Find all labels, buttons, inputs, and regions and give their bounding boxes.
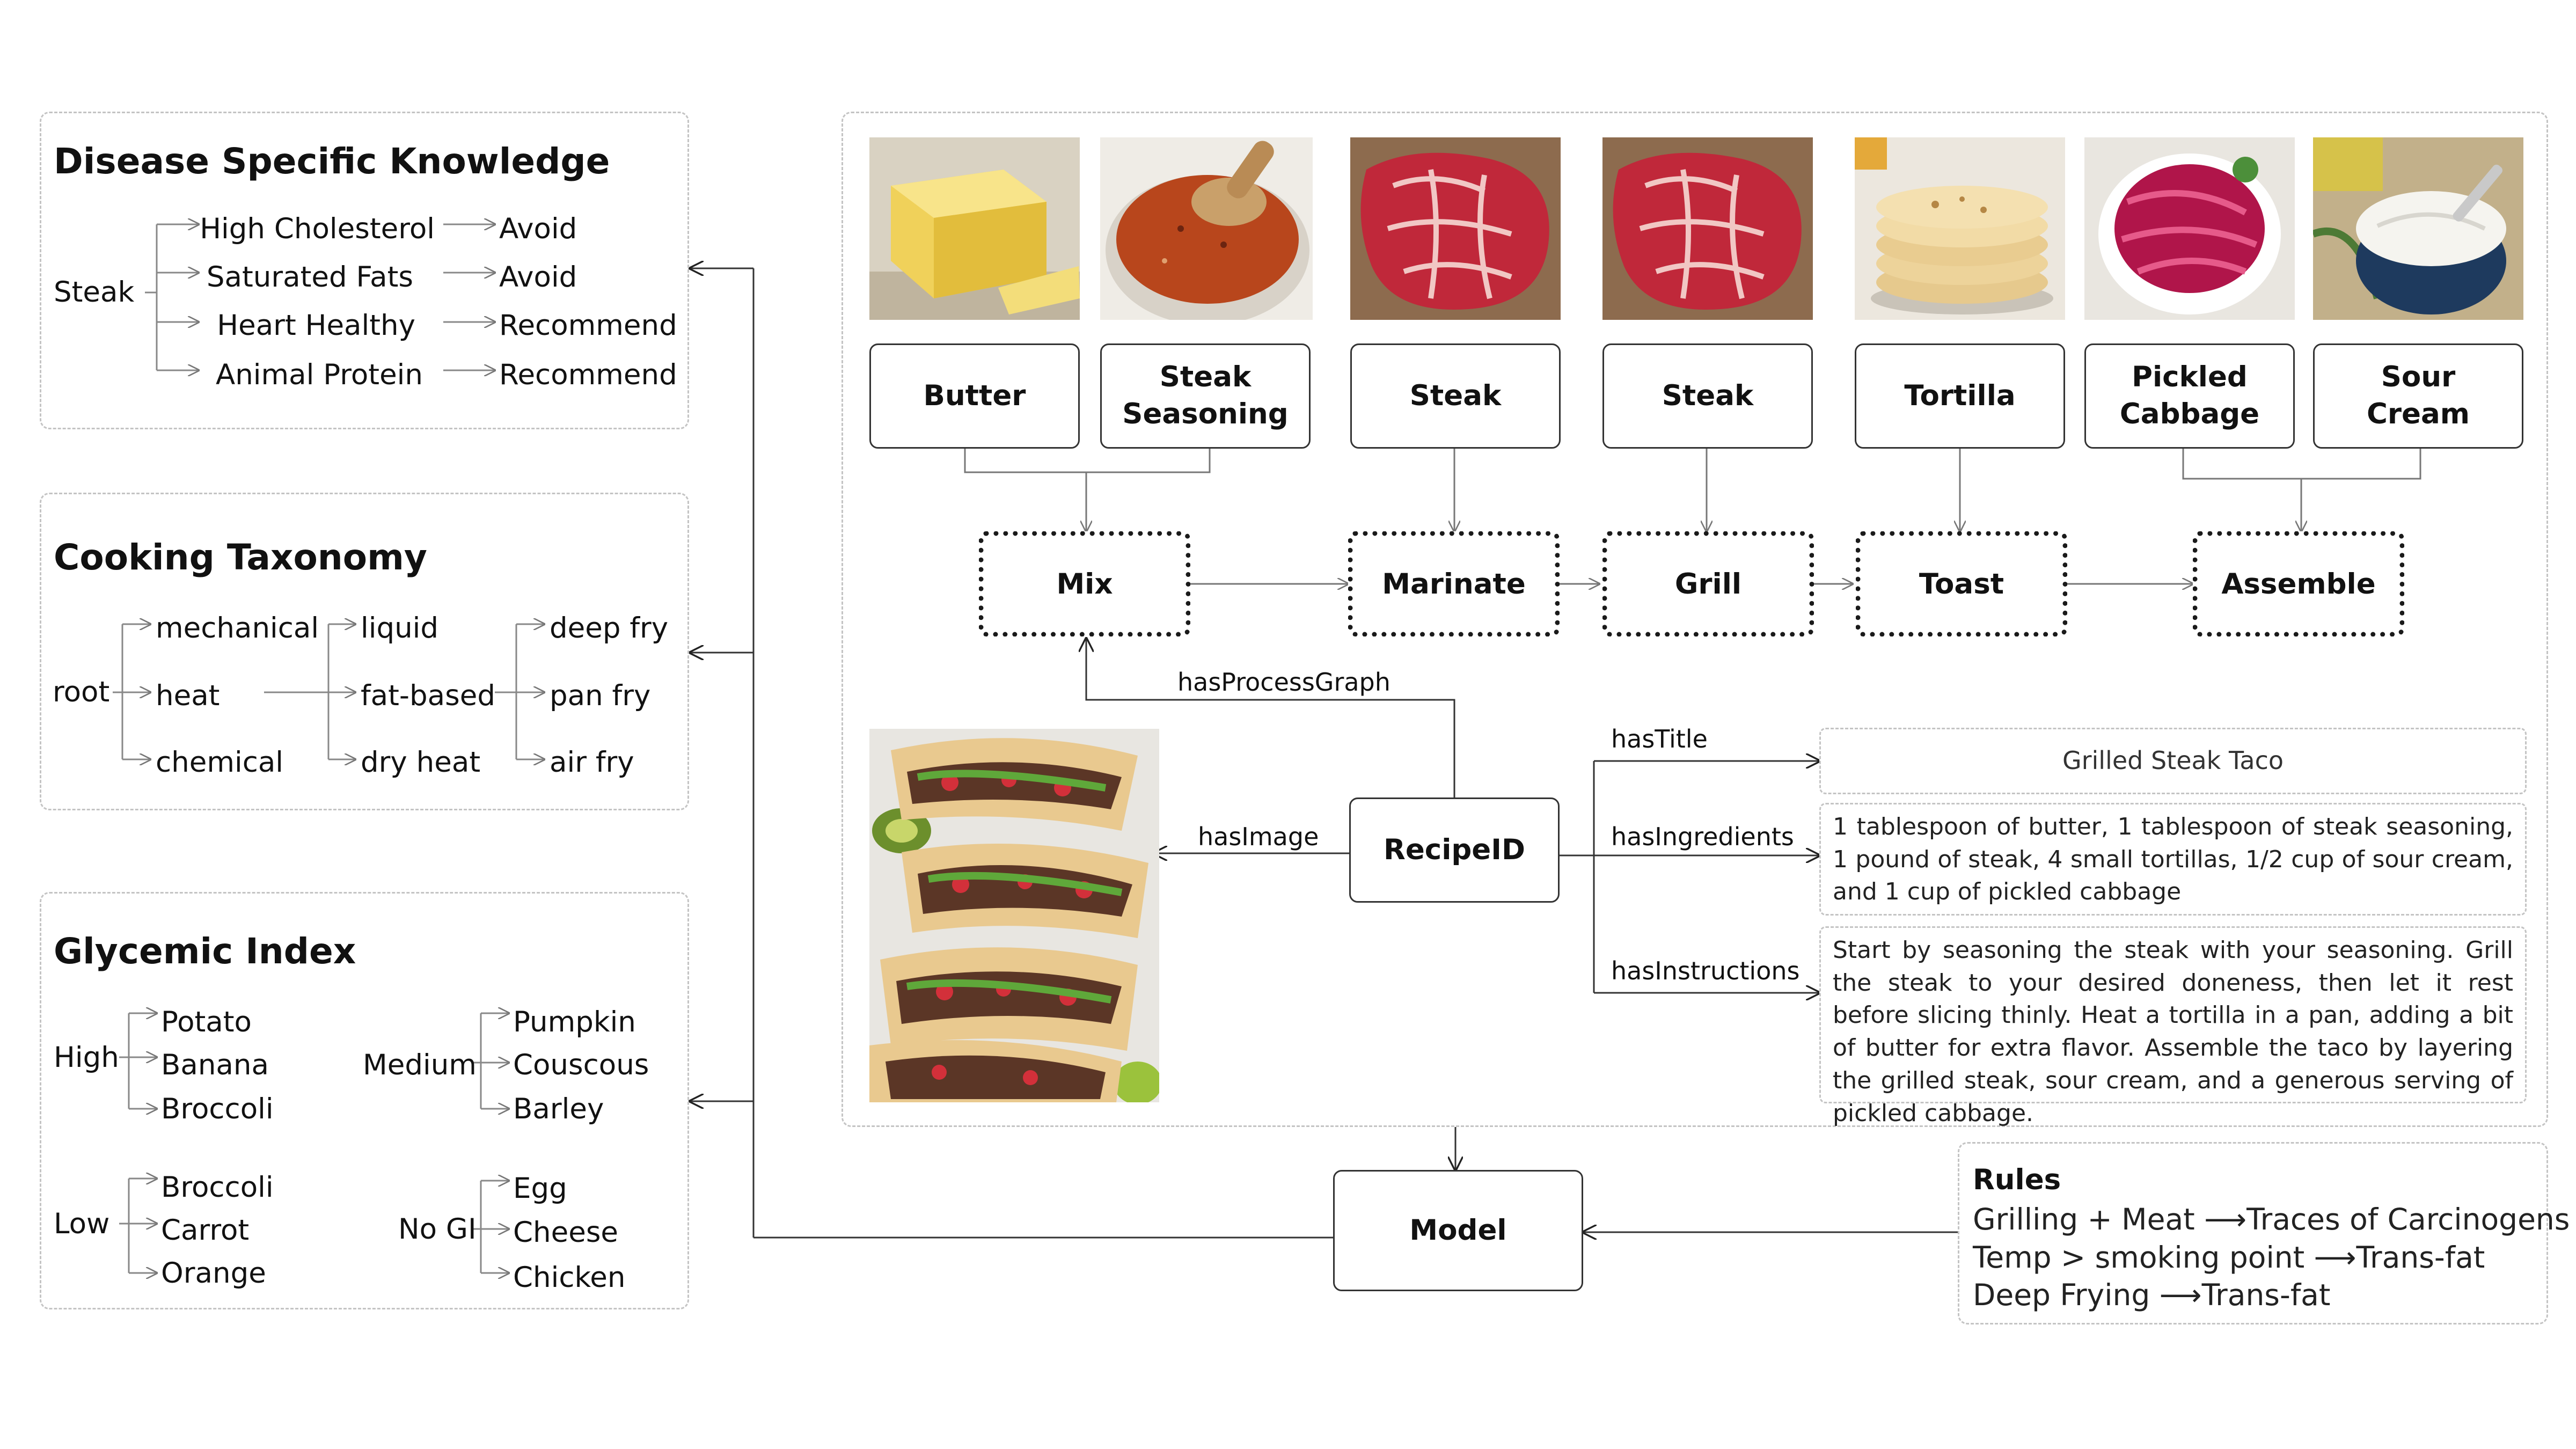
edge-has-process-graph: hasProcessGraph — [1177, 668, 1391, 697]
disease-action-4: Recommend — [499, 358, 677, 391]
gi-low-item-2: Carrot — [161, 1214, 250, 1247]
tortilla-photo — [1855, 137, 2065, 320]
cooking-l1-mechanical: mechanical — [156, 612, 319, 645]
rule-3-condition: Deep Frying — [1973, 1278, 2150, 1312]
cooking-l1-chemical: chemical — [156, 746, 284, 779]
disease-root-node: Steak — [54, 276, 135, 309]
rules-title: Rules — [1973, 1163, 2061, 1196]
disease-action-2: Avoid — [499, 261, 577, 294]
steak-taco-photo — [869, 729, 1159, 1102]
gi-high-item-1: Potato — [161, 1006, 252, 1038]
ingredient-steak-seasoning[interactable]: Steak Seasoning — [1100, 343, 1311, 449]
arrow-right-icon: ⟶ — [2314, 1240, 2357, 1275]
process-marinate[interactable]: Marinate — [1348, 531, 1560, 636]
edge-has-image: hasImage — [1198, 822, 1319, 851]
gi-low-item-1: Broccoli — [161, 1171, 274, 1204]
disease-fact-4: Animal Protein — [215, 358, 423, 391]
gi-high-label: High — [54, 1041, 119, 1074]
recipe-instructions-box: Start by seasoning the steak with your s… — [1819, 926, 2527, 1127]
gi-high-item-2: Banana — [161, 1049, 269, 1081]
gi-medium-item-2: Couscous — [513, 1049, 649, 1081]
pickled-cabbage-photo — [2084, 137, 2295, 320]
ingredient-tortilla[interactable]: Tortilla — [1855, 343, 2065, 449]
sour-cream-photo — [2313, 137, 2523, 320]
disease-tree-lines — [145, 224, 495, 370]
process-grill[interactable]: Grill — [1602, 531, 1814, 636]
recipe-graph-panel — [841, 112, 2548, 1127]
recipe-ingredients-box: 1 tablespoon of butter, 1 tablespoon of … — [1819, 803, 2527, 916]
glycemic-panel-title: Glycemic Index — [54, 931, 356, 972]
disease-knowledge-panel — [40, 112, 689, 429]
edge-has-title: hasTitle — [1611, 724, 1708, 753]
gi-nogi-item-1: Egg — [513, 1172, 567, 1205]
process-assemble[interactable]: Assemble — [2193, 531, 2404, 636]
rule-1-result: Traces of Carcinogens — [2246, 1202, 2570, 1236]
cooking-l2-fat-based: fat-based — [361, 679, 496, 712]
cooking-root-node: root — [53, 676, 110, 708]
cooking-panel-title: Cooking Taxonomy — [54, 537, 427, 578]
rule-3-result: Trans-fat — [2201, 1278, 2331, 1312]
gi-high-item-3: Broccoli — [161, 1093, 274, 1125]
rule-1-condition: Grilling + Meat — [1973, 1202, 2195, 1236]
process-toast[interactable]: Toast — [1856, 531, 2067, 636]
gi-nogi-item-3: Chicken — [513, 1261, 626, 1294]
gi-low-item-3: Orange — [161, 1257, 266, 1290]
cooking-l3-deep-fry: deep fry — [550, 612, 669, 645]
gi-medium-item-1: Pumpkin — [513, 1006, 636, 1038]
glycemic-tree-lines — [119, 1013, 509, 1273]
arrow-right-icon: ⟶ — [2204, 1202, 2247, 1236]
model-node[interactable]: Model — [1333, 1170, 1583, 1291]
recipe-title-box: Grilled Steak Taco — [1819, 728, 2527, 794]
ingredient-process-lines — [964, 449, 2421, 531]
cooking-l3-air-fry: air fry — [550, 746, 634, 779]
recipe-id-node[interactable]: RecipeID — [1349, 797, 1560, 903]
disease-action-3: Recommend — [499, 309, 677, 342]
arrow-right-icon: ⟶ — [2159, 1278, 2202, 1312]
model-to-knowledge-lines — [690, 268, 1333, 1239]
cooking-taxonomy-panel — [40, 493, 689, 810]
rule-2-condition: Temp > smoking point — [1973, 1240, 2305, 1275]
disease-panel-title: Disease Specific Knowledge — [54, 141, 610, 182]
cooking-l2-dry-heat: dry heat — [361, 746, 481, 779]
disease-fact-3: Heart Healthy — [217, 309, 415, 342]
gi-medium-item-3: Barley — [513, 1093, 604, 1125]
edge-has-ingredients: hasIngredients — [1611, 822, 1794, 851]
recipe-edges — [1086, 639, 1958, 1232]
glycemic-index-panel — [40, 892, 689, 1309]
butter-photo — [869, 137, 1080, 320]
ingredient-sour-cream[interactable]: Sour Cream — [2313, 343, 2523, 449]
rule-line-2: Temp > smoking point ⟶Trans-fat — [1973, 1243, 2485, 1272]
seasoning-photo — [1100, 137, 1313, 320]
cooking-l2-liquid: liquid — [361, 612, 439, 645]
edge-has-instructions: hasInstructions — [1611, 956, 1800, 985]
cooking-l3-pan-fry: pan fry — [550, 679, 651, 712]
process-mix[interactable]: Mix — [979, 531, 1190, 636]
gi-low-label: Low — [54, 1208, 110, 1240]
disease-fact-1: High Cholesterol — [200, 213, 435, 245]
disease-action-1: Avoid — [499, 213, 577, 245]
ingredient-steak-2[interactable]: Steak — [1602, 343, 1813, 449]
steak-photo-2 — [1602, 137, 1813, 320]
disease-fact-2: Saturated Fats — [206, 261, 413, 294]
rule-2-result: Trans-fat — [2356, 1240, 2485, 1275]
gi-nogi-label: No GI — [398, 1213, 477, 1246]
gi-nogi-item-2: Cheese — [513, 1216, 619, 1249]
rule-line-3: Deep Frying ⟶Trans-fat — [1973, 1280, 2330, 1310]
rules-panel — [1958, 1142, 2548, 1324]
cooking-tree-lines — [113, 624, 544, 759]
rule-line-1: Grilling + Meat ⟶Traces of Carcinogens — [1973, 1205, 2570, 1234]
steak-photo-1 — [1350, 137, 1561, 320]
cooking-l1-heat: heat — [156, 679, 220, 712]
ingredient-butter[interactable]: Butter — [869, 343, 1080, 449]
gi-medium-label: Medium — [363, 1049, 477, 1081]
ingredient-pickled-cabbage[interactable]: Pickled Cabbage — [2084, 343, 2295, 449]
ingredient-steak-1[interactable]: Steak — [1350, 343, 1561, 449]
